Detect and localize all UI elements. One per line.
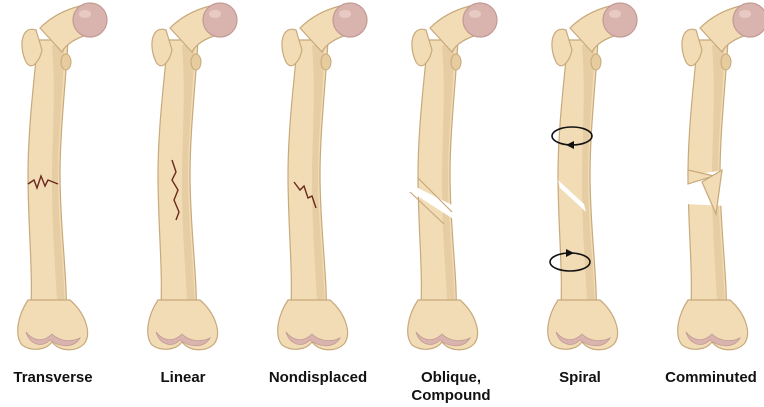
label-oblique-compound: Oblique, Compound [386,369,516,405]
label-spiral: Spiral [515,369,645,387]
femur-oblique-compound [406,3,497,350]
femur-transverse [18,3,107,350]
femur-comminuted [678,3,764,350]
label-transverse: Transverse [0,369,118,387]
femur-nondisplaced [278,3,367,350]
femur-linear [148,3,237,350]
label-linear: Linear [118,369,248,387]
label-comminuted: Comminuted [646,369,764,387]
label-nondisplaced: Nondisplaced [253,369,383,387]
femur-spiral [548,3,637,350]
